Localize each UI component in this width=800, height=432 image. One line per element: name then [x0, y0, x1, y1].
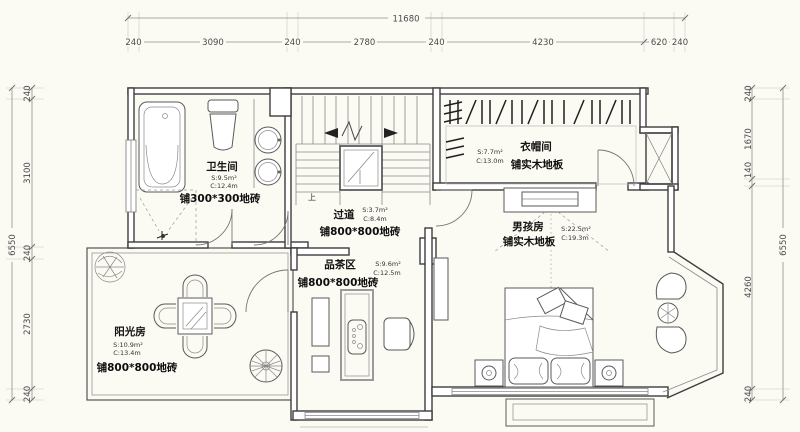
bay-window [662, 251, 724, 399]
shower-area [136, 189, 197, 245]
cloakroom-door [597, 149, 635, 187]
boys-room-area: S:22.5m² [561, 225, 591, 233]
nightstand-right [594, 359, 624, 387]
toilet [207, 99, 239, 151]
hallway-perimeter: C:8.4m [363, 215, 386, 223]
cloakroom-name: 衣帽间 [520, 140, 552, 153]
vanity-door [253, 210, 289, 246]
vanity-sinks [253, 99, 282, 188]
dim-left-seg-0: 240 [23, 85, 33, 101]
dim-top-seg-7: 240 [672, 38, 688, 48]
tea-chair [383, 317, 415, 351]
bathroom-door [195, 208, 233, 246]
tea-area-name: 品茶区 [324, 258, 356, 271]
dim-top-seg-6: 620 [651, 38, 667, 48]
bathroom-perimeter: C:12.4m [210, 182, 238, 190]
dim-left-seg-4: 240 [23, 386, 33, 402]
hallway-name: 过道 [334, 208, 355, 221]
boys-room-perimeter: C:19.3m [561, 234, 589, 242]
boys-room-door [435, 189, 473, 227]
hallway-area: S:3.7m² [362, 206, 388, 214]
tea-table [340, 289, 374, 381]
pillow [550, 357, 591, 385]
room-labels: 卫生间 S:9.5m² C:12.4m 铺300*300地砖 过道 S:3.7m… [97, 140, 592, 374]
cloakroom-perimeter: C:13.0m [476, 157, 504, 165]
bed [504, 286, 594, 388]
bathroom-window [125, 139, 137, 213]
duct-shaft [645, 132, 673, 185]
stairs-up-label: 上 [308, 193, 316, 202]
walls [86, 87, 724, 428]
top-dimension-total: 11680 [124, 13, 689, 25]
sunroom-table [177, 297, 213, 335]
left-dimension-total: 6550 [8, 84, 18, 404]
dim-left-seg-1: 3100 [23, 162, 33, 184]
stairs: 上 [295, 96, 431, 205]
sunroom-name: 阳光房 [114, 325, 146, 338]
cloakroom-area: S:7.7m² [477, 148, 503, 156]
doors [195, 149, 635, 313]
dim-left-seg-2: 240 [23, 245, 33, 261]
boys-room-name: 男孩房 [512, 220, 544, 233]
nightstand-left [474, 359, 504, 387]
sunroom-chairs [153, 274, 237, 359]
dim-top-seg-3: 2780 [354, 38, 376, 48]
left-dimension-segments: 240 3100 240 2730 240 [23, 84, 36, 404]
tea-cabinet-small [311, 355, 330, 373]
sunroom-area: S:10.9m² [113, 341, 143, 349]
cloakroom-floor: 铺实木地板 [511, 158, 564, 171]
bathroom-floor: 铺300*300地砖 [180, 192, 261, 205]
dim-top-seg-0: 240 [125, 38, 141, 48]
bay-chairs [655, 272, 687, 354]
tv-cabinet [503, 187, 597, 213]
tea-area-floor: 铺800*800地砖 [298, 276, 379, 289]
boys-room-furniture [433, 187, 687, 388]
pillow [508, 357, 549, 385]
bathroom-fixtures [136, 99, 282, 245]
sunroom-floor: 铺800*800地砖 [97, 361, 178, 374]
stair-direction-arrows [324, 120, 398, 142]
tea-area-furniture [311, 289, 415, 381]
tea-area-perimeter: C:12.5m [373, 269, 401, 277]
bathroom-area: S:9.5m² [211, 174, 237, 182]
right-dimension-total: 6550 [779, 84, 789, 404]
top-dimension-segments: 240 3090 240 2780 240 4230 620 240 [123, 37, 690, 48]
sunroom-perimeter: C:13.4m [113, 349, 141, 357]
dim-top-seg-5: 4230 [532, 38, 554, 48]
dim-right-seg-1: 1670 [744, 128, 754, 150]
tea-cabinet [311, 297, 330, 347]
hallway-floor: 铺800*800地砖 [320, 225, 401, 238]
dim-top-seg-1: 3090 [202, 38, 224, 48]
tv-sight-lines [493, 211, 611, 253]
boys-room-floor: 铺实木地板 [503, 235, 556, 248]
fan-plant-decoration [249, 349, 283, 383]
dim-right-total: 6550 [779, 234, 789, 256]
dim-right-seg-2: 140 [744, 162, 754, 178]
dim-top-total: 11680 [392, 15, 419, 25]
dim-right-seg-0: 240 [744, 85, 754, 101]
bathtub [138, 101, 186, 193]
sunroom-door [245, 269, 289, 313]
right-dimension-segments: 240 1670 140 4260 240 [744, 84, 756, 404]
dim-top-seg-4: 240 [428, 38, 444, 48]
dim-right-seg-3: 4260 [744, 276, 754, 298]
dim-left-seg-3: 2730 [23, 313, 33, 335]
dim-top-seg-2: 240 [284, 38, 300, 48]
balcony [505, 398, 655, 427]
stair-landing [339, 145, 383, 191]
tea-area-area: S:9.6m² [375, 260, 401, 268]
dim-right-seg-4: 240 [744, 386, 754, 402]
dim-left-total: 6550 [8, 234, 18, 256]
wall-shelf [433, 257, 449, 321]
bathroom-name: 卫生间 [206, 160, 238, 173]
sunroom-furniture [94, 251, 283, 383]
plant [94, 251, 126, 283]
cloakroom-fittings [443, 99, 637, 185]
